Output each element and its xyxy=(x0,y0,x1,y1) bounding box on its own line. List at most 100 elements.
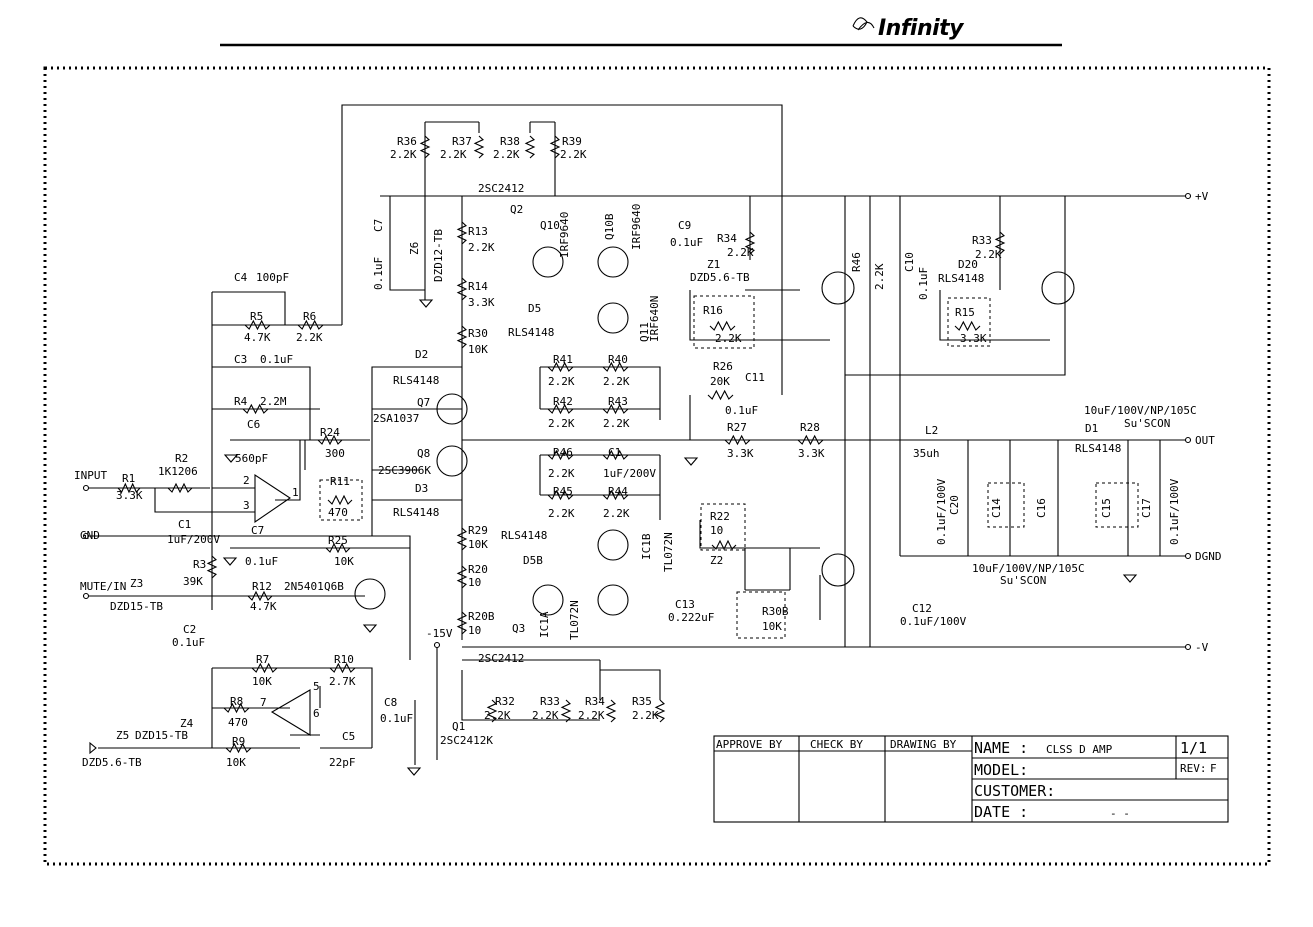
opamps xyxy=(254,473,311,736)
label-R24-value: 20K xyxy=(710,375,730,388)
resistor-zigzag xyxy=(251,662,278,674)
label-R42-value: 2.2K xyxy=(603,417,630,430)
resistor-zigzag xyxy=(524,135,536,159)
label-C12-value: 0.1uF xyxy=(917,267,930,300)
resistor-zigzag xyxy=(954,320,981,332)
label-D4-value: RLS4148 xyxy=(501,529,547,542)
label-R38-ref: R39 xyxy=(562,135,582,148)
label-R33-ref: R34 xyxy=(585,695,605,708)
terminal-vpos-label: +V xyxy=(1195,190,1209,203)
label-Z4-value: 2SC2412K xyxy=(440,734,493,747)
label-Q2-value: 2SA1037 xyxy=(373,412,419,425)
label-Z2-ref: Z5 xyxy=(116,729,129,742)
label-R12-value: 4.7K xyxy=(250,600,277,613)
sheet-border xyxy=(43,66,1271,866)
label-R16-value: 10 xyxy=(468,624,481,637)
label-R36-value: 2.2K xyxy=(440,148,467,161)
label-L2-value: RLS4148 xyxy=(1075,442,1121,455)
label-R13-value: 2.2K xyxy=(468,241,495,254)
resistor-zigzag xyxy=(297,319,324,331)
label-Q2-ref: Q7 xyxy=(417,396,430,409)
label-Q7-ref: IC1A xyxy=(538,611,551,638)
label-Q3-value: 2SC3906K xyxy=(378,464,431,477)
terminal-m15-node[interactable] xyxy=(433,641,441,649)
terminal-dzd-arrow xyxy=(89,741,97,755)
label-D2-value: RLS4148 xyxy=(393,506,439,519)
label-L2-ref: D1 xyxy=(1085,422,1098,435)
label-Z4-ref: Q1 xyxy=(452,720,465,733)
tb-date-value: - - xyxy=(1110,807,1130,820)
transistor-q7 xyxy=(532,584,564,616)
label-C10-ref: C8 xyxy=(384,696,397,709)
label-R33-value: 2.2K xyxy=(578,709,605,722)
label-R41-ref: R42 xyxy=(553,395,573,408)
tb-check-label: CHECK BY xyxy=(810,738,863,751)
label-R37-ref: R38 xyxy=(500,135,520,148)
label-D5-ref: D20 xyxy=(958,258,978,271)
opamp-ic1b xyxy=(270,689,311,736)
label-C1-ref: R46 xyxy=(850,252,863,272)
resistor-symbols xyxy=(117,135,1006,754)
resistor-zigzag xyxy=(797,434,824,446)
terminal-vneg-label: -V xyxy=(1195,641,1209,654)
resistor-zigzag xyxy=(317,434,343,446)
transistor-q9 xyxy=(597,584,629,616)
terminal-vpos-node[interactable] xyxy=(1184,192,1192,200)
label-C13-value: 0.1uF xyxy=(725,404,758,417)
transistor-q4 xyxy=(532,246,564,278)
label-C3-ref: C2 xyxy=(183,623,196,636)
pin-2: 2 xyxy=(243,474,250,487)
label-D3-ref: D5 xyxy=(528,302,541,315)
label-C16-ref: C14 xyxy=(990,498,1003,518)
note-cap-top2: Su'SCON xyxy=(1124,417,1170,430)
terminal-vneg-node[interactable] xyxy=(1184,643,1192,651)
label-R22-value: 300 xyxy=(325,447,345,460)
mosfet-q10 xyxy=(1041,271,1075,305)
label-Z1-ref: Z4 xyxy=(180,717,194,730)
label-R20B-ref: R16 xyxy=(703,304,723,317)
label-Q1-value: 2N5401 xyxy=(284,580,324,593)
label-R43-value: 2.2K xyxy=(603,507,630,520)
label-D5B-value: DZD5.6-TB xyxy=(690,271,750,284)
brand-logo: Infinity xyxy=(852,16,966,41)
label-R46-value: 1uF/200V xyxy=(603,467,656,480)
label-D1-value: RLS4148 xyxy=(393,374,439,387)
terminal-dgnd-node[interactable] xyxy=(1184,552,1192,560)
terminal-input-label: INPUT xyxy=(74,469,107,482)
component-labels: R36 2.2K R37 2.2K R38 2.2K R39 2.2K 2SC2… xyxy=(74,135,1222,769)
label-D4-ref: D5B xyxy=(523,554,543,567)
label-R3-value: 39K xyxy=(183,575,203,588)
terminal-input-node[interactable] xyxy=(82,484,90,492)
transistor-q5b xyxy=(597,246,629,278)
label-R32-value: 2.2K xyxy=(532,709,559,722)
label-R25-value: 3.3K xyxy=(727,447,754,460)
label-R36-ref: R37 xyxy=(452,135,472,148)
resistor-zigzag xyxy=(456,527,468,551)
resistor-zigzag xyxy=(602,361,629,373)
resistor-zigzag xyxy=(247,590,273,602)
label-R10-value: 2.7K xyxy=(329,675,356,688)
label-C11-ref: C9 xyxy=(678,219,691,232)
label-R29-value: 10K xyxy=(762,620,782,633)
label-R9-value: 10K xyxy=(226,756,246,769)
label-R16-ref: R20B xyxy=(468,610,495,623)
terminal-out-node[interactable] xyxy=(1184,436,1192,444)
label-R11-value: 470 xyxy=(328,506,348,519)
resistor-zigzag xyxy=(242,403,269,415)
label-R27-ref: R29 xyxy=(468,524,488,537)
label-Z6-value: 2SC2412 xyxy=(478,652,524,665)
terminal-mute-node[interactable] xyxy=(82,592,90,600)
label-Z3-ref: Z6 xyxy=(408,242,421,255)
label-R44-ref: R45 xyxy=(553,485,573,498)
label-Z6-ref: Q3 xyxy=(512,622,525,635)
resistor-zigzag xyxy=(225,742,252,754)
label-R30B-value: 2.2K xyxy=(727,246,754,259)
label-Q5B-value: IRF9640 xyxy=(630,204,643,250)
label-Q6B-value: IRF640N xyxy=(648,296,661,342)
label-R30-ref: R33 xyxy=(972,234,992,247)
resistor-zigzag xyxy=(654,699,666,723)
resistor-zigzag xyxy=(167,482,193,494)
resistor-zigzag xyxy=(709,320,736,332)
tb-rev-value: F xyxy=(1210,762,1217,775)
terminal-gnd-node[interactable] xyxy=(82,532,90,540)
